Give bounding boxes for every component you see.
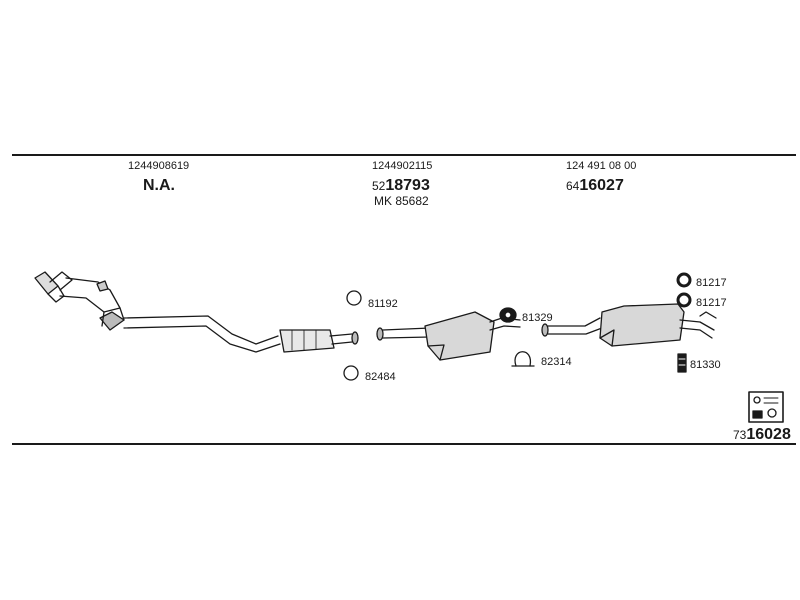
part-label-82484: 82484	[365, 371, 396, 383]
part-label-81330: 81330	[690, 359, 721, 371]
top-rule	[12, 154, 796, 156]
part-label-81217-a: 81217	[696, 277, 727, 289]
pipe-clamp-icon	[511, 351, 535, 367]
footer-code-main: 16028	[746, 426, 791, 443]
rubber-mount-icon	[499, 307, 517, 323]
label-not-available: N.A.	[143, 177, 175, 194]
front-downpipe	[34, 271, 125, 331]
code-middle: 5218793	[372, 177, 430, 195]
part-label-81329: 81329	[522, 312, 553, 324]
part-label-81217-b: 81217	[696, 297, 727, 309]
middle-silencer	[376, 311, 521, 361]
code-middle-prefix: 52	[372, 179, 386, 193]
part-number-downpipe: 1244908619	[128, 160, 190, 172]
rear-silencer	[599, 303, 717, 347]
code-rear-main: 16027	[579, 177, 624, 194]
rear-pipe	[541, 317, 603, 337]
code-middle-main: 18793	[385, 177, 430, 194]
catalyst	[279, 329, 359, 353]
code-rear: 6416027	[566, 177, 624, 195]
footer-code: 7316028	[733, 426, 791, 444]
part-label-82314: 82314	[541, 356, 572, 368]
bottom-rule	[12, 443, 796, 445]
part-number-rear: 124 491 08 00	[566, 160, 637, 172]
rubber-ring-icon	[676, 272, 692, 288]
rubber-ring-icon	[676, 292, 692, 308]
fitting-kit-icon	[748, 391, 784, 423]
seal-ring-icon	[343, 365, 359, 381]
part-number-middle: 1244902115	[372, 160, 433, 172]
mk-code: MK 85682	[374, 194, 429, 208]
part-label-81192: 81192	[368, 298, 398, 310]
hanger-icon	[677, 353, 687, 373]
front-pipe	[123, 315, 281, 353]
gasket-ring-icon	[346, 290, 362, 306]
footer-code-prefix: 73	[733, 428, 747, 442]
code-rear-prefix: 64	[566, 179, 580, 193]
